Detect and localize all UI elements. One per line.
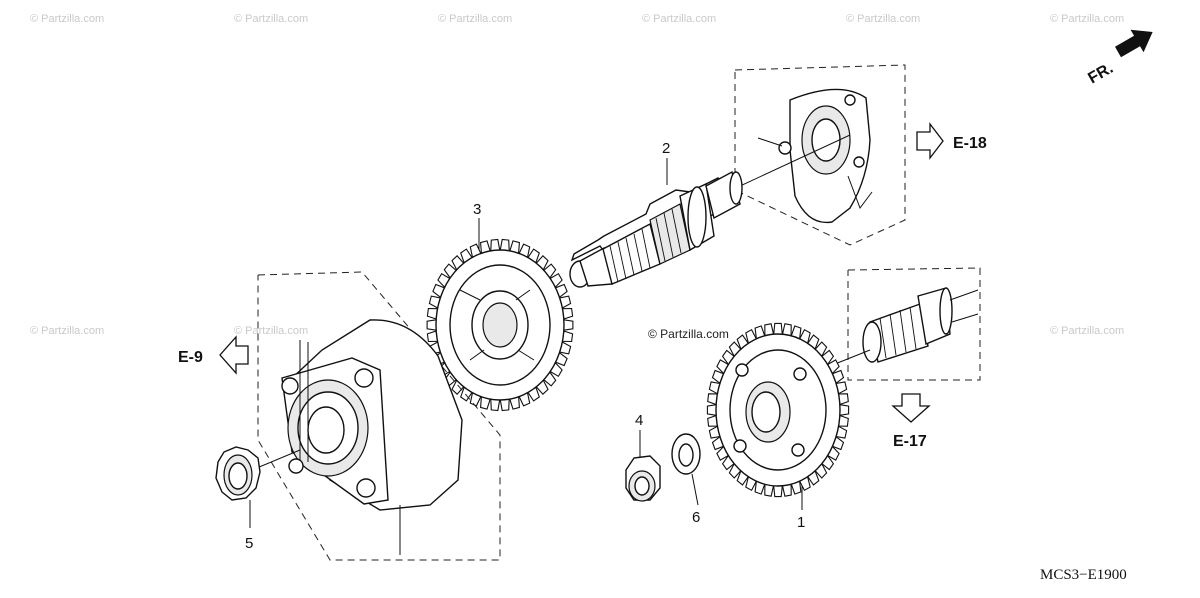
gear-tooth: [839, 404, 850, 416]
washer-part-6: [671, 433, 701, 506]
front-label: FR.: [1085, 60, 1116, 88]
watermark: © Partzilla.com: [234, 13, 308, 25]
watermark: © Partzilla.com: [846, 13, 920, 25]
gear-tooth: [499, 238, 510, 252]
part-number-1: 1: [797, 514, 805, 531]
e17-reference-arrow: E-17: [891, 393, 931, 450]
part-number-6: 6: [692, 509, 700, 526]
e18-label: E-18: [953, 135, 987, 152]
diagram-code: MCS3−E1900: [1040, 567, 1127, 583]
front-direction-arrow: [1115, 29, 1153, 58]
watermark-row: © Partzilla.com © Partzilla.com © Partzi…: [30, 13, 1124, 337]
gear-tooth: [773, 322, 783, 335]
gear-tooth: [426, 319, 437, 331]
e18-reference-arrow: E-18: [916, 122, 987, 160]
part-number-4: 4: [635, 412, 643, 429]
gear-tooth: [563, 319, 574, 331]
shaft-part-2: [569, 134, 851, 288]
watermark: © Partzilla.com: [30, 325, 104, 337]
nut-part-5: [215, 446, 261, 528]
gear-tooth: [490, 238, 501, 252]
e17-label: E-17: [893, 433, 927, 450]
gear-part-3: [426, 238, 574, 412]
crankcase-cover-detail: [734, 64, 906, 246]
shaft-detail: [829, 267, 981, 381]
part-number-2: 2: [662, 140, 670, 157]
part-number-3: 3: [473, 201, 481, 218]
watermark: © Partzilla.com: [438, 13, 512, 25]
gear-tooth: [706, 404, 717, 416]
e9-label: E-9: [178, 349, 203, 366]
part-number-5: 5: [245, 535, 253, 552]
watermark: © Partzilla.com: [642, 13, 716, 25]
gear-tooth: [773, 485, 783, 498]
watermark: © Partzilla.com: [30, 13, 104, 25]
watermark-center: © Partzilla.com: [648, 327, 729, 341]
nut-part-4: [625, 430, 661, 502]
watermark: © Partzilla.com: [234, 325, 308, 337]
gear-tooth: [499, 398, 510, 412]
primary-cover-detail: [251, 271, 501, 561]
gear-tooth: [490, 398, 501, 412]
leader-lines: [478, 158, 668, 250]
watermark: © Partzilla.com: [1050, 13, 1124, 25]
e9-reference-arrow: E-9: [178, 335, 249, 375]
gear-part-1: [706, 322, 850, 510]
watermark: © Partzilla.com: [1050, 325, 1124, 337]
